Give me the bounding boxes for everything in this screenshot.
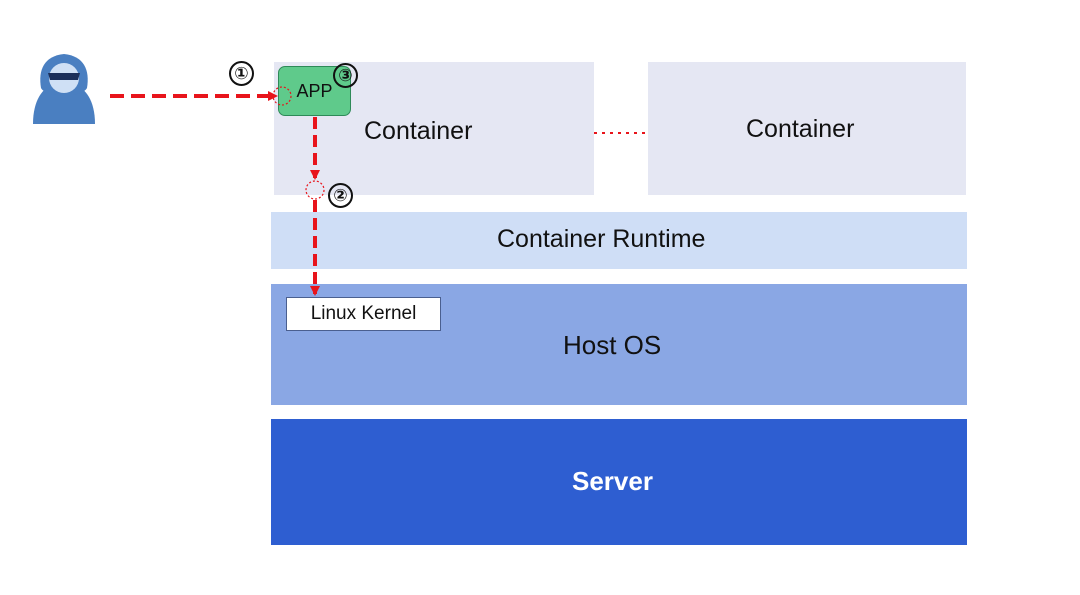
- server-layer: [271, 419, 967, 545]
- container-runtime-layer: [271, 212, 967, 269]
- container-right-label: Container: [746, 115, 855, 143]
- linux-kernel-box: Linux Kernel: [286, 297, 441, 331]
- hooded-hacker-icon: [33, 54, 95, 124]
- step-2-number: ②: [333, 185, 348, 205]
- entry-point-marker-app: [272, 86, 292, 106]
- container-box-right: [648, 62, 966, 195]
- step-3-number: ③: [338, 65, 353, 85]
- step-3-badge: ③: [333, 63, 358, 88]
- step-1-badge: ①: [229, 61, 254, 86]
- container-left-label: Container: [364, 117, 473, 145]
- host-os-label: Host OS: [563, 330, 662, 360]
- escape-point-marker: [305, 180, 325, 200]
- app-label: APP: [296, 80, 333, 101]
- linux-kernel-label: Linux Kernel: [310, 303, 417, 324]
- step-2-badge: ②: [328, 183, 353, 208]
- step-1-number: ①: [234, 63, 249, 83]
- server-label: Server: [572, 466, 653, 496]
- container-runtime-label: Container Runtime: [497, 225, 706, 253]
